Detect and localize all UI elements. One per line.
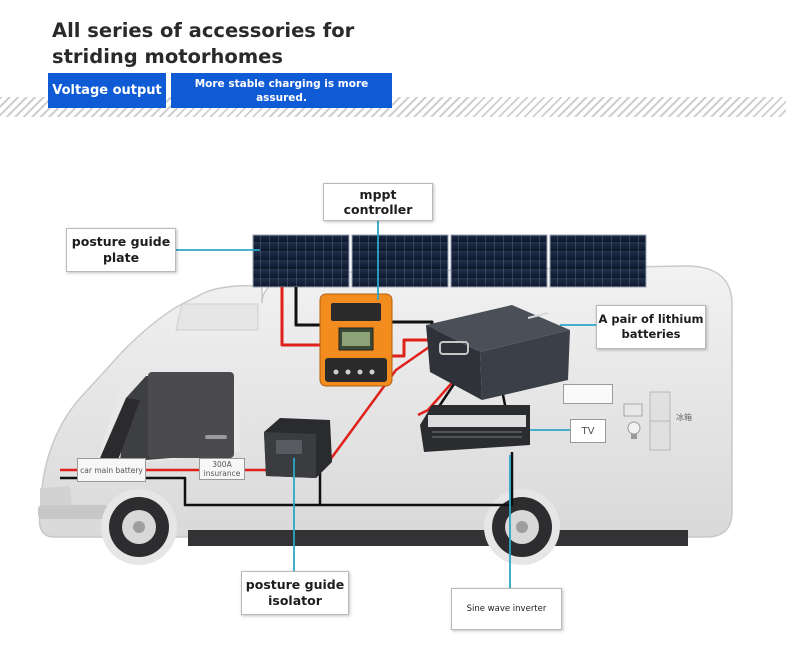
mppt-controller-label: mppt controller <box>323 183 433 221</box>
leader-lines <box>176 221 596 588</box>
lithium-batteries-label: A pair of lithium batteries <box>596 305 706 349</box>
main-battery-label: car main battery <box>77 458 146 482</box>
sine-inverter-label: Sine wave inverter <box>451 588 562 630</box>
lithium-battery-icon <box>426 305 570 400</box>
voltage-output-tag: Voltage output <box>48 73 166 108</box>
guide-isolator-label: posture guide isolator <box>241 571 349 615</box>
appliance-box <box>563 384 613 404</box>
page-title: All series of accessories for striding m… <box>52 19 355 68</box>
fridge-label: 冰箱 <box>676 413 692 422</box>
guide-plate-label: posture guide plate <box>66 228 176 272</box>
solar-panel-icon <box>252 234 647 288</box>
lamp-icon <box>627 421 641 439</box>
fridge-icon <box>623 403 643 417</box>
stable-charging-tag: More stable charging is more assured. <box>171 73 392 108</box>
isolator-icon <box>264 418 332 478</box>
inverter-icon <box>420 405 530 452</box>
insurance-label: 300A insurance <box>199 458 245 480</box>
tv-label: TV <box>570 419 606 443</box>
charge-controller-icon <box>319 293 393 387</box>
